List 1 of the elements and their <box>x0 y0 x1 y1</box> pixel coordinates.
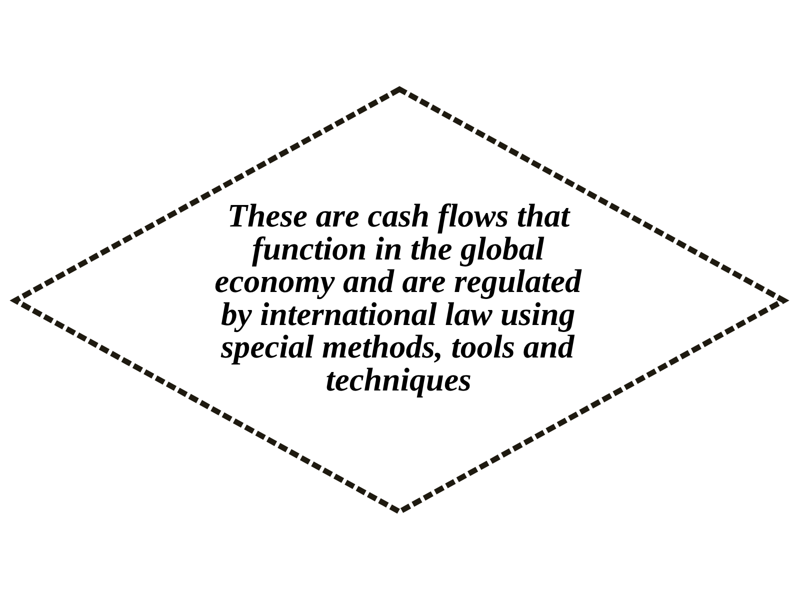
node-diamond: These are cash flows that function in the global economy and are regulated by international law using special methods, tools and techniques <box>10 86 790 514</box>
